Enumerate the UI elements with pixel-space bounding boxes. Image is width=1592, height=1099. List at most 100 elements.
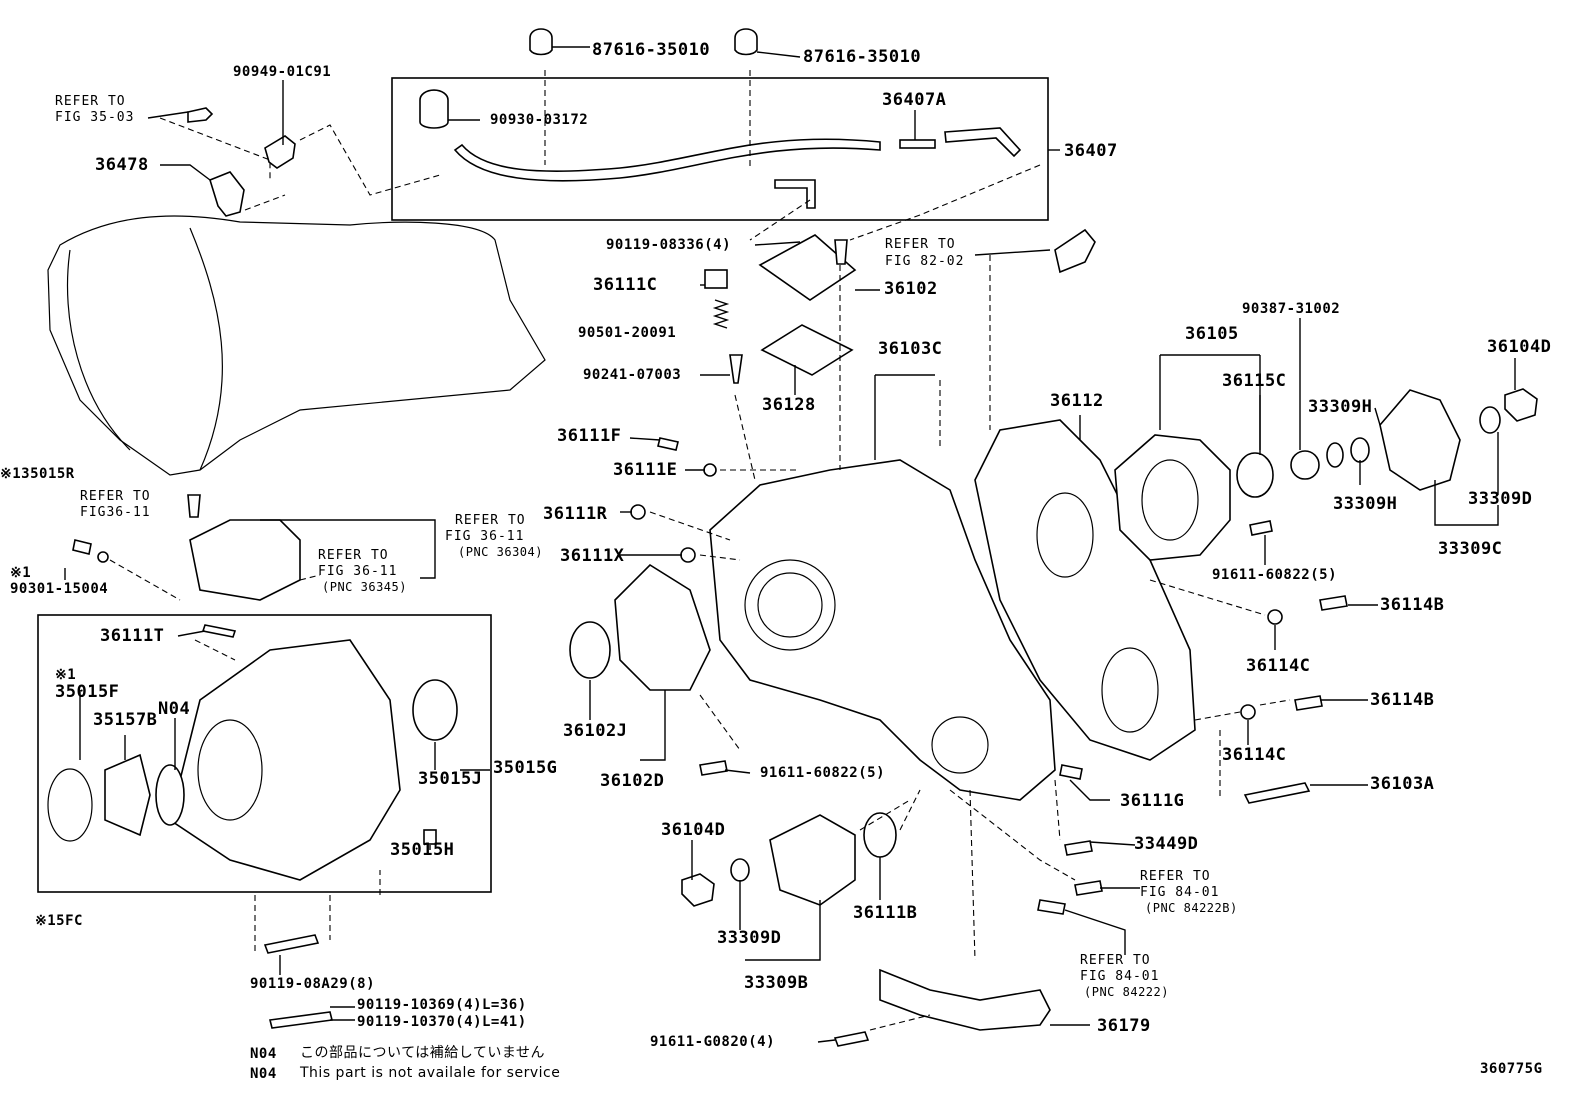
label-refer-fig8202-a: REFER TO <box>885 237 956 252</box>
transmission-outline <box>47 215 546 476</box>
cover-36102-icon <box>758 234 857 301</box>
snap-ring-35015F-icon <box>47 768 93 842</box>
label-90241: 90241-07003 <box>583 367 682 383</box>
extension-housing-35015G <box>169 639 401 881</box>
label-35015R: ※135015R <box>0 466 75 482</box>
label-N04: N04 <box>158 699 191 719</box>
washer-33309H-icon <box>1350 437 1370 463</box>
label-refer-fig8401-b1: REFER TO <box>1080 953 1151 968</box>
label-35015G: 35015G <box>493 758 558 778</box>
seal-36111B-icon <box>863 812 897 858</box>
bracket-36179 <box>879 968 1051 1031</box>
bolt-icon <box>187 107 214 123</box>
bolt-36114B-icon <box>1319 595 1348 611</box>
label-90119-08336: 90119-08336(4) <box>606 237 732 253</box>
label-36111R: 36111R <box>543 504 608 524</box>
gasket-36111X-icon <box>680 547 696 563</box>
label-90949: 90949-01C91 <box>233 64 332 80</box>
label-35015F: 35015F <box>55 682 120 702</box>
transfer-case-36103C <box>709 459 1056 801</box>
washer-36114C-b-icon <box>1240 704 1256 720</box>
hose-group-box <box>391 77 1049 221</box>
label-refer-fig8401-a2: FIG 84-01 <box>1140 885 1220 900</box>
label-36111G: 36111G <box>1120 791 1185 811</box>
label-33309H-b: 33309H <box>1333 494 1398 514</box>
nut-36104D-icon <box>1504 388 1538 422</box>
label-33449D: 33449D <box>1134 834 1199 854</box>
gasket-36128-icon <box>760 324 854 376</box>
clip-87616-icon <box>529 28 553 56</box>
label-90930: 90930-03172 <box>490 112 589 128</box>
label-36114C-a: 36114C <box>1246 656 1311 676</box>
hose-36407-icon <box>419 89 1022 209</box>
seal-36102J-icon <box>569 621 611 679</box>
label-refer-fig8401-a1: REFER TO <box>1140 869 1211 884</box>
bolt-91611-60822-r-icon <box>1249 520 1273 536</box>
label-mark1-b: ※1 <box>55 667 77 683</box>
label-36115C: 36115C <box>1222 371 1287 391</box>
flange-33309B-icon <box>769 814 856 906</box>
front-output-36102D <box>614 563 711 691</box>
label-91611-60822-a: 91611-60822(5) <box>1212 567 1338 583</box>
label-refer-fig3611-b3: (PNC 36304) <box>458 545 543 559</box>
bolt-91611-G0820-icon <box>833 1031 870 1047</box>
label-36102D: 36102D <box>600 771 665 791</box>
figure-id: 360775G <box>1480 1061 1543 1077</box>
label-36111F: 36111F <box>557 426 622 446</box>
label-36103C: 36103C <box>878 339 943 359</box>
gasket-90301-icon <box>97 551 109 563</box>
note-en-code: N04 <box>250 1066 277 1082</box>
sensor-84222-icon <box>1037 899 1066 915</box>
label-36128: 36128 <box>762 395 816 415</box>
label-90387: 90387-31002 <box>1242 301 1341 317</box>
label-refer-fig8401-a3: (PNC 84222B) <box>1145 901 1238 915</box>
label-36104D-right: 36104D <box>1487 337 1552 357</box>
label-91611-60822-b: 91611-60822(5) <box>760 765 886 781</box>
bracket-36478-icon <box>209 171 245 217</box>
bracket-90949-icon <box>264 135 296 169</box>
subhousing-icon <box>189 519 301 601</box>
label-36111X: 36111X <box>560 546 625 566</box>
plug-35015H-icon <box>423 829 437 845</box>
label-33309C: 33309C <box>1438 539 1503 559</box>
label-36112: 36112 <box>1050 391 1104 411</box>
label-91611-G0820: 91611-G0820(4) <box>650 1034 776 1050</box>
label-refer-fig3611-c2: FIG 36-11 <box>318 564 398 579</box>
label-36179: 36179 <box>1097 1016 1151 1036</box>
label-36102: 36102 <box>884 279 938 299</box>
bolt-fig3611-icon <box>187 494 201 518</box>
gasket-36111E-icon <box>703 463 717 477</box>
label-36111T: 36111T <box>100 626 165 646</box>
bolt-90119-08336-icon <box>834 239 848 265</box>
label-36114B-a: 36114B <box>1380 595 1445 615</box>
ring-N04-icon <box>155 764 185 826</box>
label-33309H-a: 33309H <box>1308 397 1373 417</box>
label-90501: 90501-20091 <box>578 325 677 341</box>
bracket-fig8202-icon <box>1054 228 1096 274</box>
label-36407: 36407 <box>1064 141 1118 161</box>
washer-33309D-icon <box>1479 406 1501 434</box>
label-87616-a: 87616-35010 <box>592 40 711 60</box>
pin-36111T-icon <box>201 624 237 638</box>
bolt-36114B-icon <box>1294 695 1323 711</box>
label-refer-fig3503-b: FIG 35-03 <box>55 110 135 125</box>
bolt-90119-10369-icon <box>269 1011 333 1029</box>
bolt-36103A-icon <box>1243 782 1311 804</box>
label-33309B: 33309B <box>744 973 809 993</box>
leader-lines <box>64 46 1516 1043</box>
gasket-36111R-icon <box>630 504 646 520</box>
note-en-text: This part is not availale for service <box>300 1065 561 1081</box>
label-refer-fig3611-b2: FIG 36-11 <box>445 529 525 544</box>
label-33309D-right: 33309D <box>1468 489 1533 509</box>
label-15FC: ※15FC <box>35 913 83 929</box>
label-refer-fig3611-c3: (PNC 36345) <box>322 580 407 594</box>
label-35157B: 35157B <box>93 710 158 730</box>
label-90119-08A29: 90119-08A29(8) <box>250 976 376 992</box>
label-36105: 36105 <box>1185 324 1239 344</box>
bolt-91611-60822-icon <box>699 760 728 776</box>
bolt-35015R-icon <box>72 539 92 555</box>
label-36102J: 36102J <box>563 721 628 741</box>
label-36478: 36478 <box>95 155 149 175</box>
label-36111E: 36111E <box>613 460 678 480</box>
label-36111B: 36111B <box>853 903 918 923</box>
